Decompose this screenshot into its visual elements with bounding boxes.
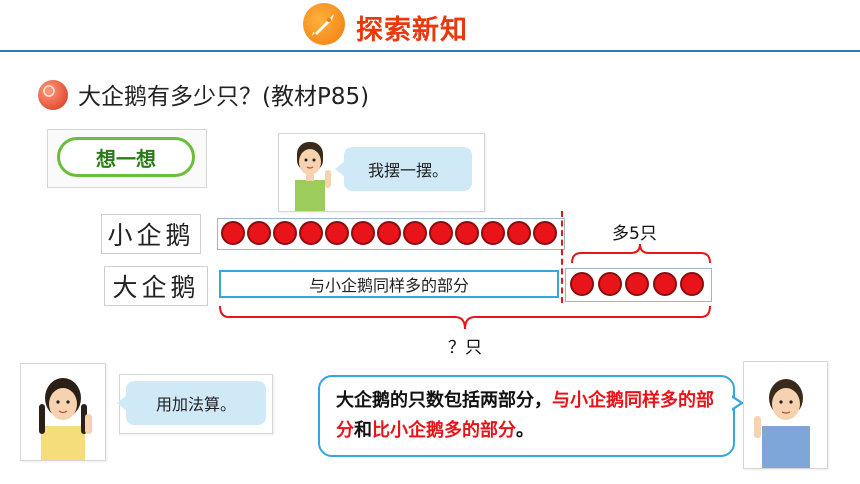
speech-bubble-top: 我摆一摆。 (335, 147, 472, 191)
penguin-dot (429, 221, 453, 245)
penguin-dot (625, 272, 649, 296)
speech-bubble-bottom: 用加法算。 (117, 381, 266, 425)
explanation-bubble: 大企鹅的只数包括两部分，与小企鹅同样多的部分和比小企鹅多的部分。 (318, 375, 735, 457)
penguin-dot (247, 221, 271, 245)
dashed-divider (561, 211, 563, 303)
small-penguin-label: 小企鹅 (101, 214, 201, 254)
penguin-dot (481, 221, 505, 245)
explanation-tail-inner (731, 397, 740, 409)
penguin-dot (299, 221, 323, 245)
boy-avatar (754, 379, 810, 468)
explanation-part-3: 和 (354, 420, 372, 441)
small-penguin-dots-row (217, 218, 565, 250)
think-badge: 想一想 (57, 137, 195, 177)
boy-illustration-card (743, 361, 828, 469)
explanation-part-5: 。 (516, 420, 534, 441)
girl-braids-avatar (39, 378, 92, 460)
penguin-dot (377, 221, 401, 245)
penguin-dot (325, 221, 349, 245)
penguin-dot (507, 221, 531, 245)
penguin-dot (570, 272, 594, 296)
girl-illustration-card (278, 133, 485, 212)
penguin-dot (221, 221, 245, 245)
explanation-part-4: 比小企鹅多的部分 (372, 420, 516, 441)
same-part-text: 与小企鹅同样多的部分 (308, 276, 469, 295)
question-text: 大企鹅有多少只？(教材P85) (78, 84, 370, 110)
penguin-dot (680, 272, 704, 296)
speech-bubble-top-text: 我摆一摆。 (367, 161, 448, 180)
same-part-box: 与小企鹅同样多的部分 (219, 270, 559, 298)
rocket-icon (303, 3, 345, 45)
girl-braids-illustration-card (20, 363, 106, 461)
penguin-dot (403, 221, 427, 245)
penguin-dot (455, 221, 479, 245)
ball-icon (38, 80, 68, 110)
more-label: 多5只 (612, 224, 657, 244)
penguin-dot (597, 272, 622, 296)
penguin-dot (273, 221, 297, 245)
big-penguin-extra-dots-row (565, 268, 712, 302)
explanation-part-1: 大企鹅的只数包括两部分， (336, 390, 552, 411)
header-divider (0, 50, 860, 52)
section-title: 探索新知 (356, 15, 468, 46)
total-brace (219, 305, 711, 330)
penguin-dot (533, 221, 557, 245)
speech-bubble-bottom-text: 用加法算。 (155, 395, 236, 414)
total-label: ？只 (448, 338, 482, 358)
more-brace (571, 243, 711, 264)
penguin-dot (652, 272, 677, 296)
girl-avatar (295, 142, 331, 211)
big-penguin-label: 大企鹅 (104, 266, 208, 306)
penguin-dot (351, 221, 375, 245)
explanation-part-2: 与小企鹅同样多的部分 (336, 390, 714, 441)
